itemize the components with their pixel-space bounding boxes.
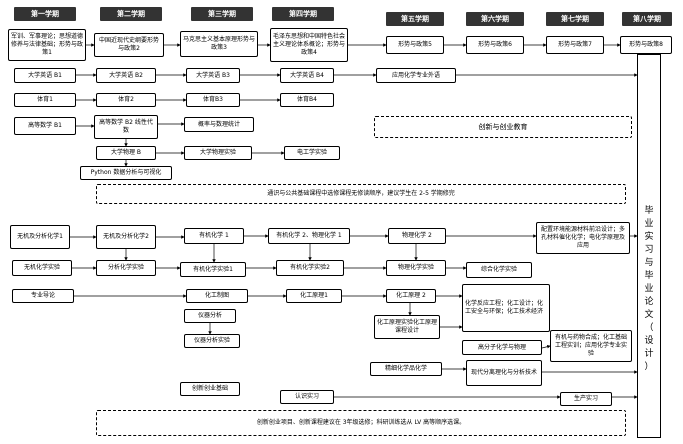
course-separation: 现代分离理化与分析技术 — [466, 360, 542, 386]
course-military-ethics: 军训、军事理论；思想道德修养与法律基础；形势与政策1 — [8, 29, 86, 61]
semester-4-header: 第四学期 — [272, 7, 334, 21]
course-professional-english: 应用化学专业外语 — [376, 68, 456, 83]
course-principles-1: 化工原理1 — [286, 289, 342, 303]
semester-5-header: 第五学期 — [386, 12, 444, 26]
course-physics-lab: 大学物理实验 — [184, 146, 252, 160]
course-drafting: 化工制图 — [186, 289, 248, 303]
course-pe-b4: 体育B4 — [280, 93, 334, 107]
connector-arrow — [541, 344, 551, 349]
course-organic-lab-2: 有机化学实验2 — [276, 260, 344, 276]
course-pharma-synthesis: 有机与药物合成；化工基础工程实训；应用化学专业实验 — [550, 330, 632, 362]
course-analytical-lab: 分析化学实验 — [96, 260, 156, 276]
course-fine-chemicals: 精细化学品化学 — [370, 362, 442, 376]
innovation-note: 创新创业项目、创新课程建议在 3年级选修；科研训练选从 LV 高等顺序选课。 — [96, 410, 626, 436]
course-english-b4: 大学英语 B4 — [280, 68, 334, 83]
course-inorganic-analytical-1: 无机及分析化学1 — [10, 225, 70, 249]
course-physics-b: 大学物理 B — [96, 146, 156, 160]
semester-3-header: 第三学期 — [191, 7, 253, 21]
course-inorganic-analytical-2: 无机及分析化学2 — [96, 225, 156, 249]
course-production-practice: 生产实习 — [560, 392, 612, 406]
course-pe-2: 体育2 — [96, 93, 156, 107]
course-english-b3: 大学英语 B3 — [186, 68, 240, 83]
course-instrumental-analysis: 仪器分析 — [184, 309, 236, 323]
course-advanced-materials: 配置环境能源材料前沿设计；多孔材料催化化学；电化学原理及应用 — [536, 222, 630, 254]
semester-1-header: 第一学期 — [14, 7, 76, 21]
course-policy-6: 形势与政策6 — [466, 36, 524, 54]
semester-2-header: 第二学期 — [100, 7, 162, 21]
course-organic-2-physical-1: 有机化学 2、物理化学 1 — [268, 228, 350, 244]
course-inorganic-lab: 无机化学实验 — [12, 260, 72, 276]
course-python: Python 数据分析与可视化 — [80, 166, 172, 180]
course-pe-b3: 体育B3 — [186, 93, 240, 107]
course-pe-1: 体育1 — [14, 93, 76, 107]
course-physical-chem-lab: 物理化学实验 — [386, 260, 446, 276]
thesis-column: 毕业实习与毕业论文（设计） — [637, 54, 661, 438]
semester-6-header: 第六学期 — [466, 12, 524, 26]
course-electrical-lab: 电工学实验 — [284, 146, 340, 160]
course-physical-chem-2: 物理化学 2 — [388, 228, 446, 244]
course-recognition-practice: 认识实习 — [280, 390, 334, 404]
course-principles-2: 化工原理 2 — [386, 289, 436, 303]
course-policy-5: 形势与政策5 — [386, 36, 444, 54]
course-instrumental-lab: 仪器分析实验 — [184, 334, 240, 348]
course-organic-lab-1: 有机化学实验1 — [180, 262, 246, 277]
course-policy-7: 形势与政策7 — [546, 36, 604, 54]
semester-8-header: 第八学期 — [622, 12, 672, 26]
course-innovation-education: 创新与创业教育 — [374, 116, 632, 138]
course-innovation-basics: 创新创业基础 — [180, 382, 240, 396]
thesis-label: 毕业实习与毕业论文（设计） — [644, 206, 654, 372]
semester-7-header: 第七学期 — [546, 12, 604, 26]
course-modern-history: 中国近现代史纲要形势与政策2 — [94, 33, 164, 57]
course-math-b1: 高等数学 B1 — [14, 117, 76, 135]
course-comprehensive-lab: 综合化学实验 — [466, 262, 532, 278]
course-mao-theory: 毛泽东思想和中国特色社会主义理论体系概论；形势与政策4 — [270, 28, 348, 62]
course-probability: 概率与数理统计 — [184, 117, 254, 132]
course-english-b1: 大学英语 B1 — [14, 68, 76, 83]
course-math-b2-linear-algebra: 高等数学 B2 线性代数 — [94, 115, 158, 139]
course-polymer: 高分子化学与物理 — [462, 340, 542, 355]
course-principles-lab: 化工原理实验化工原理课程设计 — [374, 315, 440, 339]
course-english-b2: 大学英语 B2 — [96, 68, 156, 83]
course-intro: 专业导论 — [12, 289, 74, 303]
elective-note: 通识与公共基础课程中选修课程无修读顺序，建议学生在 2-5 学期修完 — [96, 184, 626, 204]
course-organic-1: 有机化学 1 — [184, 228, 244, 244]
course-policy-8: 形势与政策8 — [620, 36, 672, 54]
course-marxism: 马克思主义基本原理形势与政策3 — [180, 31, 258, 57]
course-reaction-engineering: 化学反应工程；化工设计；化工安全与环保；化工技术经济 — [462, 284, 550, 332]
